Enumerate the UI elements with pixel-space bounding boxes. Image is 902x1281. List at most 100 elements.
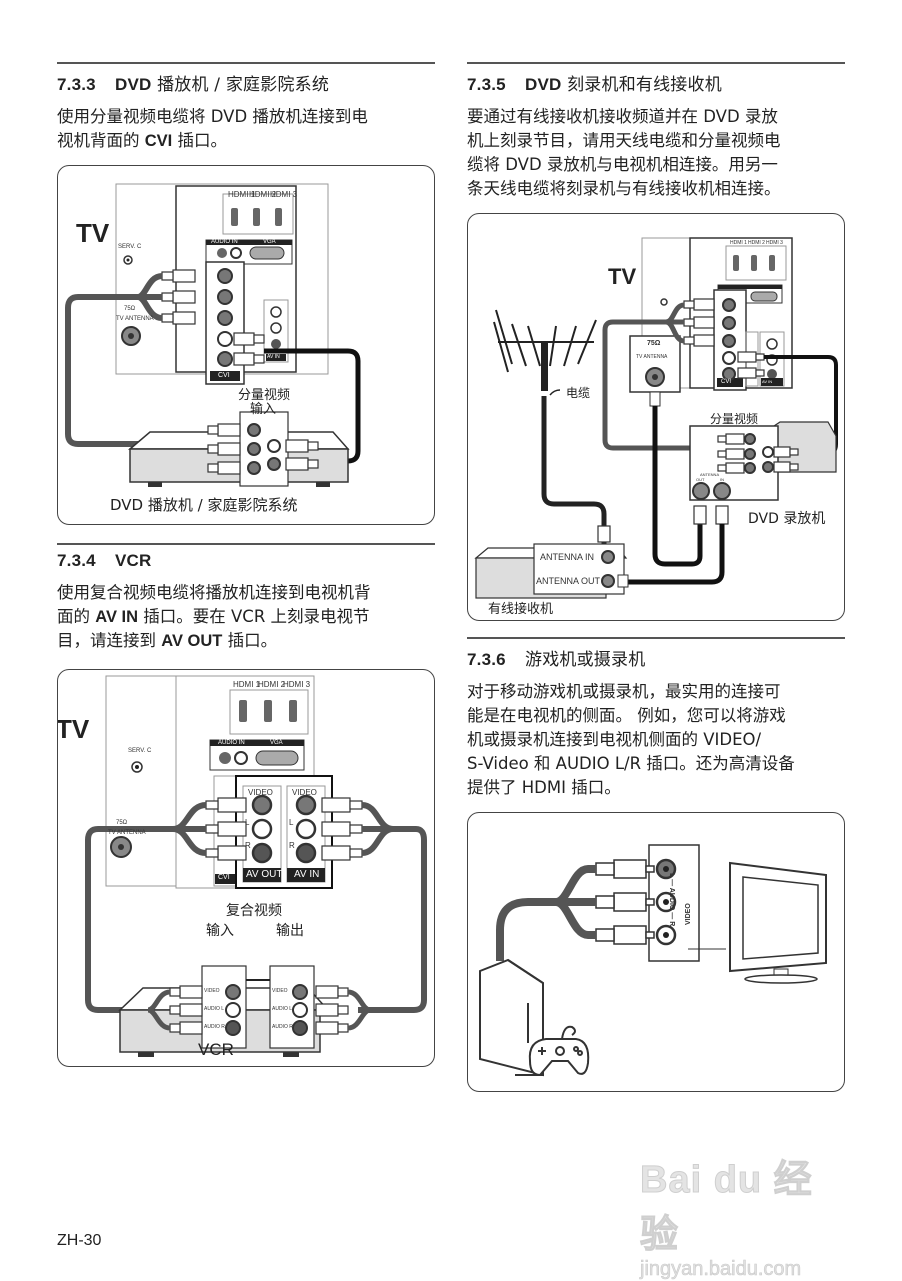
section-paragraph: 使用分量视频电缆将 DVD 播放机连接到电 视机背面的 CVI 插口。 (57, 107, 368, 150)
av-out-l-label: L (245, 818, 250, 827)
hdmi-1-label: HDMI 1 (730, 240, 747, 246)
hdmi-port-2 (253, 208, 260, 226)
cvi-y-jack (217, 268, 233, 284)
antenna-ohm-label: 75Ω (116, 820, 128, 826)
hdmi-3-label: HDMI 3 (766, 240, 783, 246)
roof-antenna (493, 309, 597, 373)
hdmi-port-3 (289, 700, 297, 722)
cable-label: 电缆 (566, 386, 591, 400)
hdmi-2-label: HDMI 2 (748, 240, 765, 246)
av-in-label: AV IN (762, 379, 773, 384)
dvd-antenna-label: ANTENNA (700, 472, 720, 477)
av-out-l-jack (251, 818, 273, 840)
game-console-diagram-art (479, 844, 827, 1077)
av-out-video-label: VIDEO (248, 788, 273, 797)
game-console-connection-diagram: L — AUDIO — R VIDEO (467, 812, 845, 1092)
hdmi-block (725, 245, 787, 281)
dvd-antenna-in-label: IN (720, 477, 724, 482)
vcr-connection-diagram: TV HDMI 1 HDMI 2 HDMI 3 AUDIO IN VGA SER… (57, 669, 435, 1067)
cvi-label: CVI (218, 372, 230, 379)
cvi-pb-jack (217, 289, 233, 305)
hdmi-1-label: HDMI 1 (233, 680, 261, 689)
section-number: 7.3.6 (467, 650, 506, 669)
component-plugs (161, 269, 196, 325)
antenna-label: TV ANTENNA (108, 830, 146, 836)
video-jack-label: VIDEO (685, 903, 692, 925)
av-out-label: AV OUT (246, 869, 283, 880)
hdmi-2-label: HDMI 2 (258, 680, 286, 689)
hdmi-3-label: HDMI 3 (283, 680, 311, 689)
dvd-recorder-diagram-art (474, 237, 838, 599)
composite-output-caption: 输出 (276, 923, 304, 939)
audio-in-r-jack (217, 248, 227, 258)
cable-receiver-label: 有线接收机 (488, 602, 554, 617)
av-in-label: AV IN (267, 354, 280, 360)
composite-caption: 复合视频 (226, 903, 282, 919)
composite-input-caption: 输入 (206, 923, 234, 939)
av-in-label: AV IN (294, 869, 320, 880)
dvd-player-connection-diagram: TV HDMI 1 HDMI 2 HDMI 3 AUDIO IN VGA SER… (57, 165, 435, 525)
antenna-label: TV ANTENNA (636, 354, 668, 360)
service-label: SERV. C (118, 244, 142, 250)
tv-label: TV (76, 218, 110, 248)
rca-plugs (595, 859, 655, 945)
dvd-device-label: DVD 播放机 / 家庭影院系统 (110, 496, 298, 514)
watermark-url: jingyan.baidu.com (640, 1258, 802, 1281)
cvi-pr-jack (217, 310, 233, 326)
vcr-out-audio-l-label: AUDIO L (272, 1006, 293, 1012)
dvd-recorder-label: DVD 录放机 (748, 511, 826, 527)
audio-in-label: AUDIO IN (211, 239, 238, 245)
antenna-cable (541, 396, 607, 544)
hdmi-3-label: HDMI 3 (270, 190, 298, 199)
section-paragraph: 使用复合视频电缆将播放机连接到电视机背 面的 AV IN 插口。要在 VCR 上… (57, 583, 371, 650)
tv-label: TV (608, 264, 637, 289)
tv-label: TV (57, 714, 90, 744)
tv-monitor (729, 861, 827, 984)
gamepad-icon (528, 1025, 590, 1077)
section-divider (467, 62, 845, 64)
audio-in-l-jack (234, 751, 248, 765)
vga-label: VGA (263, 239, 276, 245)
antenna-ohm-label: 75Ω (647, 340, 661, 347)
page-number: ZH-30 (57, 1232, 102, 1249)
dvd-antenna-out-label: OUT (696, 477, 705, 482)
cvi-l-jack (217, 331, 233, 347)
component-cable (602, 302, 704, 451)
av-out-cable (85, 802, 207, 1013)
hdmi-block (222, 193, 294, 235)
section-number: 7.3.4 (57, 551, 96, 570)
vcr-out-audio-r-label: AUDIO R (272, 1024, 293, 1030)
component-caption-line1: 分量视频 (238, 388, 291, 403)
vcr-diagram-art (85, 675, 427, 1057)
cvi-label: CVI (218, 874, 230, 881)
vcr-device-label: VCR (198, 1040, 234, 1059)
av-in-video-jack (295, 794, 317, 816)
antenna-ohm-label: 75Ω (124, 306, 136, 312)
audio-in-r-jack (219, 752, 231, 764)
vga-label: VGA (270, 740, 283, 746)
hdmi-port-1 (231, 208, 238, 226)
vga-port (255, 750, 299, 766)
cvi-r-jack (217, 351, 233, 367)
av-in-l-jack (295, 818, 317, 840)
av-out-r-label: R (245, 841, 251, 850)
audio-cable (264, 348, 361, 464)
section-divider (57, 62, 435, 64)
av-in-cable (358, 802, 427, 1013)
vcr-in-video-label: VIDEO (204, 988, 220, 994)
baidu-watermark: Bai du 经验 jingyan.baidu.com (640, 1148, 850, 1281)
dvd-recorder-connection-diagram: TV HDMI 1 HDMI 2 HDMI 3 75Ω TV ANTENNA C… (467, 213, 845, 621)
cvi-label: CVI (721, 379, 732, 385)
component-caption-line2: 输入 (250, 402, 277, 417)
av-out-r-jack (251, 842, 273, 864)
audio-in-label: AUDIO IN (218, 740, 245, 746)
vga-port (249, 246, 285, 260)
av-plugs (205, 797, 363, 861)
av-in-l-label: L (289, 818, 294, 827)
av-cable (496, 865, 596, 961)
hdmi-port-2 (264, 700, 272, 722)
service-label: SERV. C (128, 748, 152, 754)
av-out-video-jack (251, 794, 273, 816)
